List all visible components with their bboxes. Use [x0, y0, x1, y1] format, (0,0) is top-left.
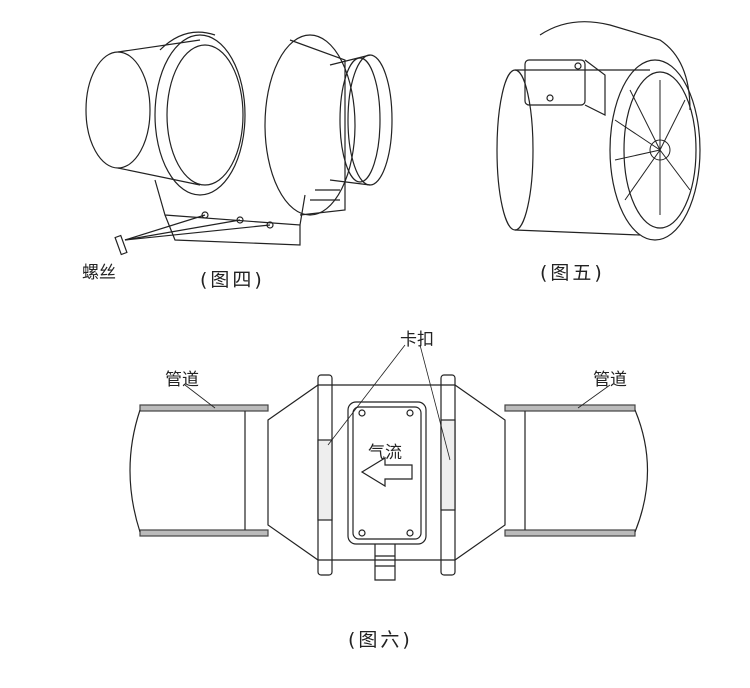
figure6-installation [129, 344, 649, 581]
pipe-label-left: 管道 [165, 370, 199, 390]
pipe-label-right: 管道 [593, 370, 627, 390]
airflow-arrow-icon [360, 456, 413, 488]
figure4-caption: (图四) [200, 269, 265, 291]
airflow-label: 气流 [368, 443, 402, 463]
clip-label: 卡扣 [400, 330, 434, 350]
figure5-fan-assembled [496, 21, 701, 241]
figure5-caption: (图五) [540, 262, 605, 284]
screw-label: 螺丝 [82, 263, 116, 283]
figure6-caption: (图六) [348, 629, 413, 651]
figure4-fan-disassembled [85, 31, 393, 256]
